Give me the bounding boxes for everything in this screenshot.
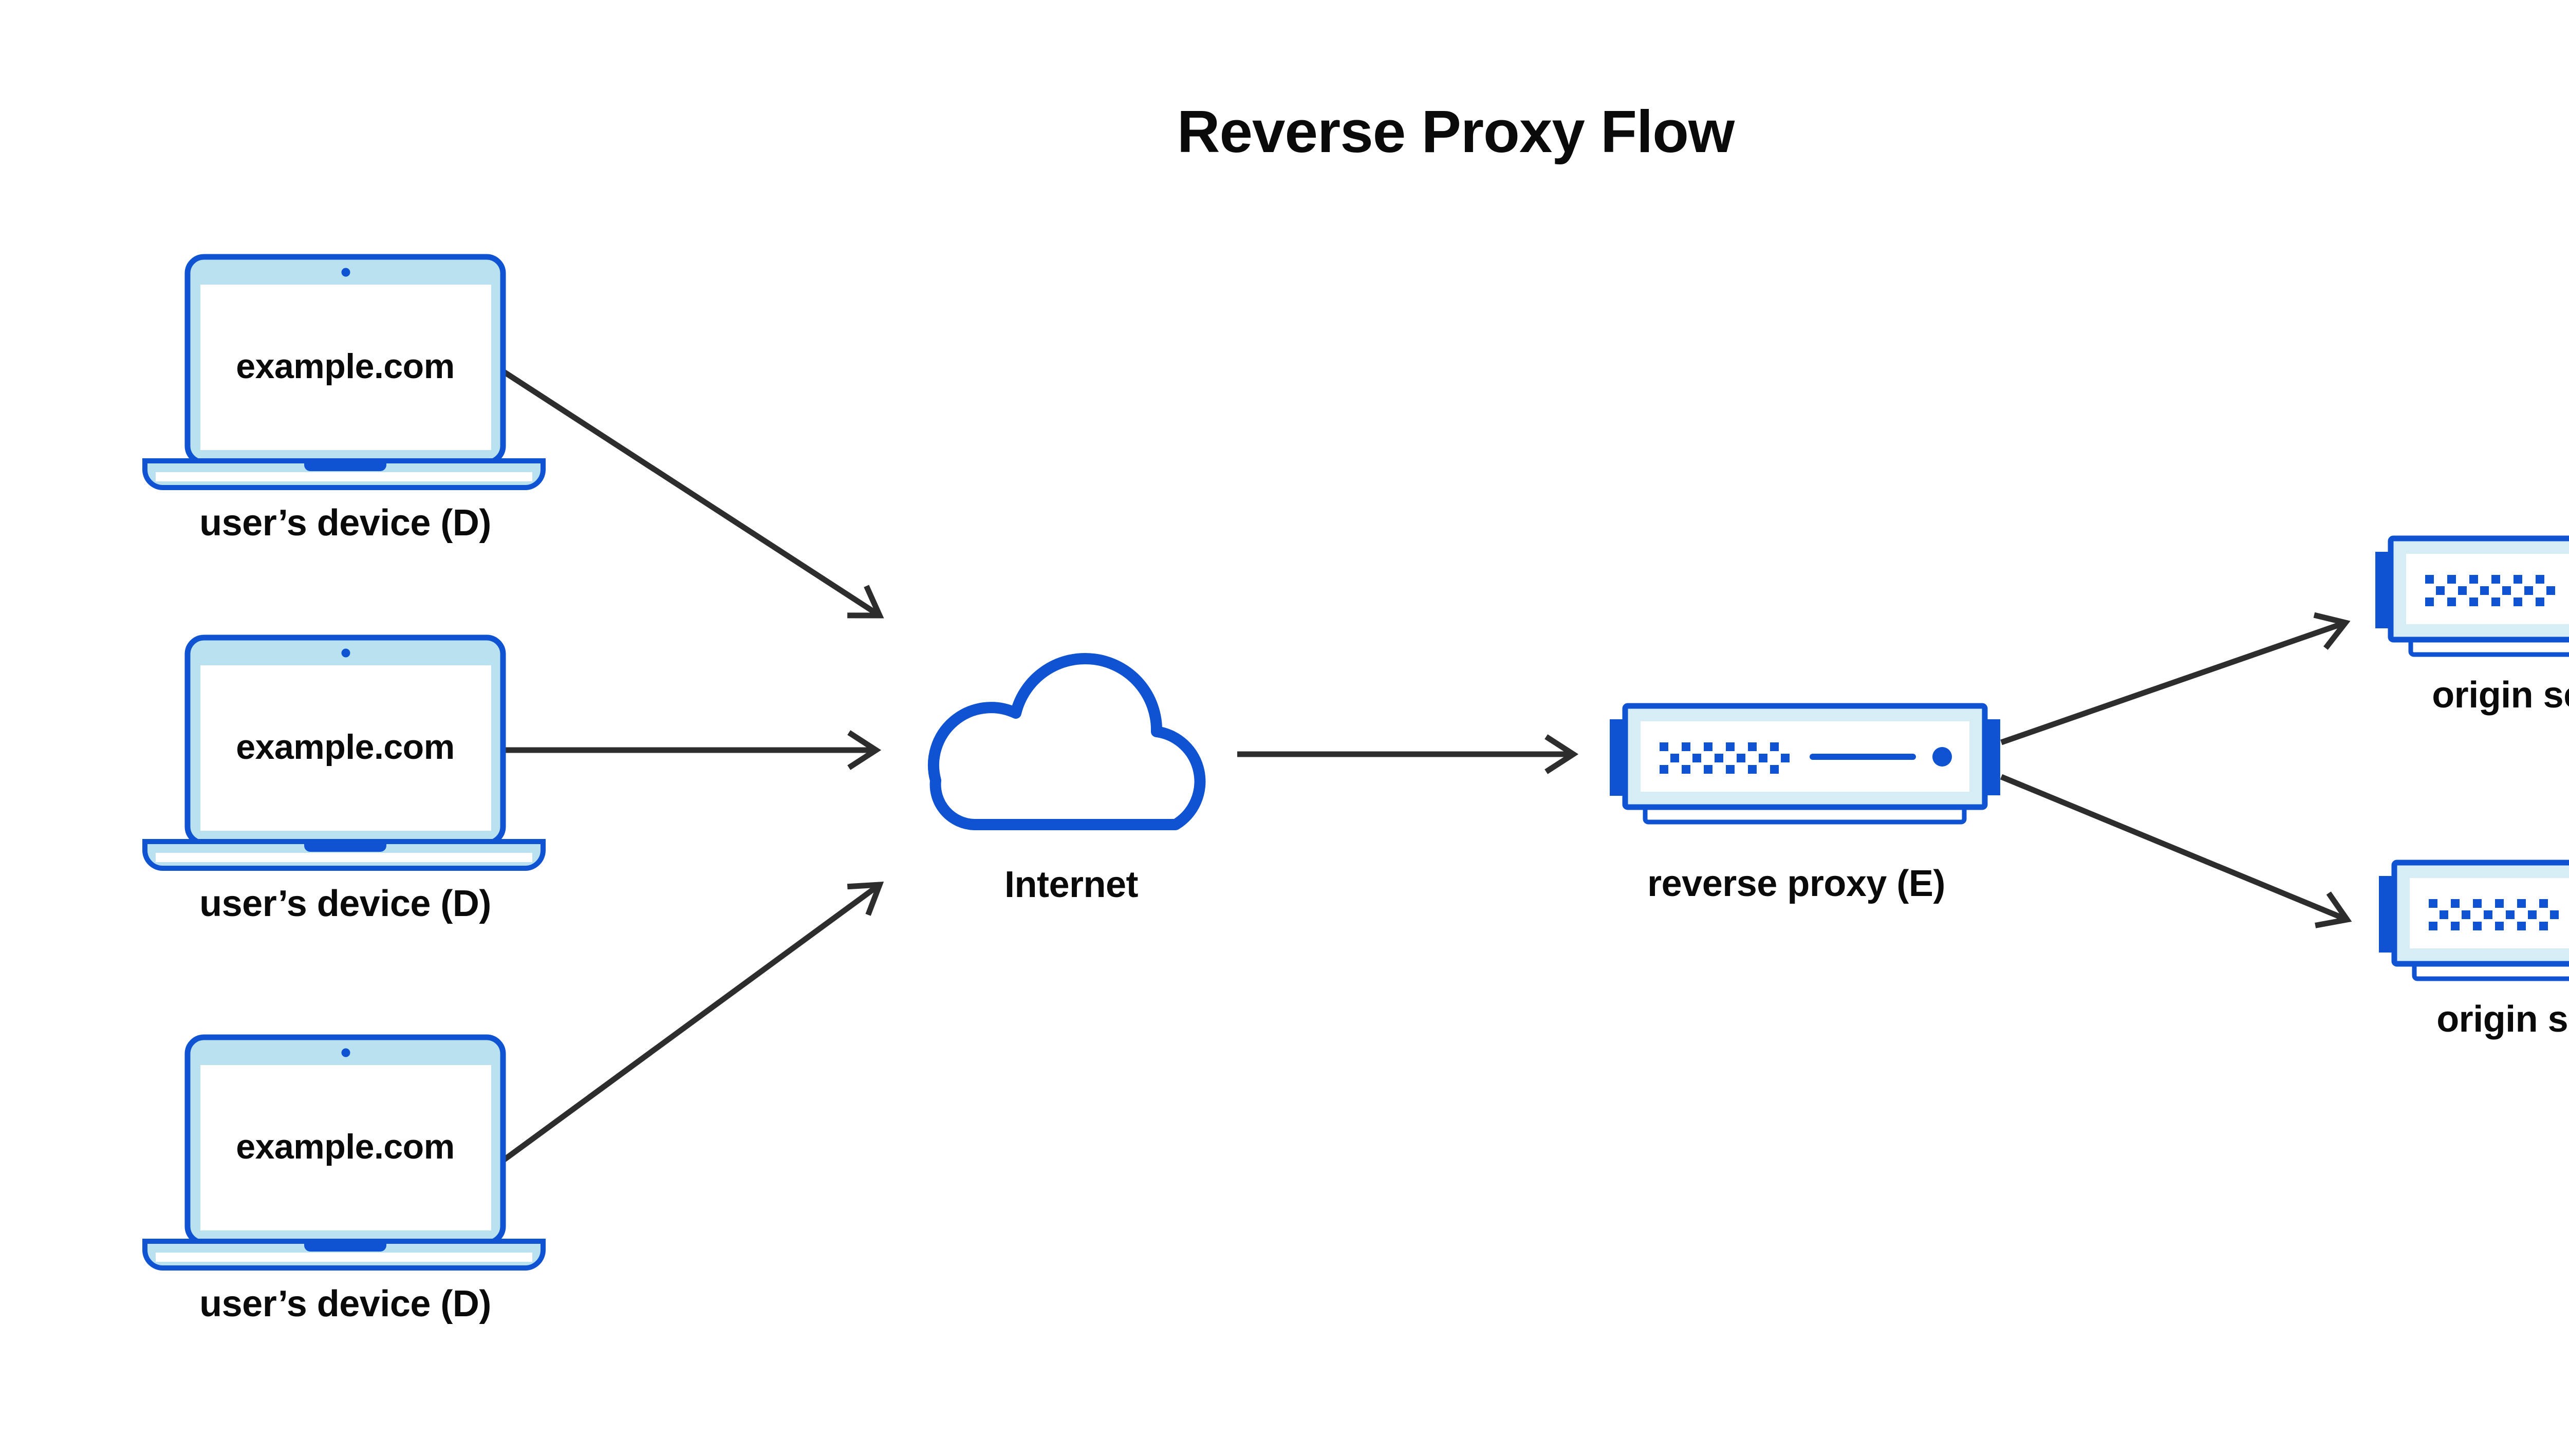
arrow-device3-to-internet <box>497 882 884 1166</box>
origin-server-icon-1 <box>2375 538 2569 655</box>
origin-server-icon-2 <box>2379 863 2569 979</box>
reverse-proxy-icon <box>1610 706 2000 822</box>
page-title: Reverse Proxy Flow <box>1177 98 1735 165</box>
origin-server2-label: origin server (F) <box>2436 999 2569 1040</box>
arrow-proxy-to-origin1 <box>2000 612 2351 745</box>
device2-label: user’s device (D) <box>199 883 491 924</box>
device1-label: user’s device (D) <box>199 502 491 544</box>
reverse-proxy-label: reverse proxy (E) <box>1647 863 1945 904</box>
arrow-device1-to-internet <box>501 368 884 619</box>
internet-cloud-icon <box>928 652 1206 830</box>
origin-server1-label: origin server (F) <box>2432 675 2569 716</box>
device2-screen-text: example.com <box>236 727 455 767</box>
device3-screen-text: example.com <box>236 1127 455 1166</box>
internet-label: Internet <box>1004 864 1139 905</box>
device1-screen-text: example.com <box>236 347 455 386</box>
device3-label: user’s device (D) <box>199 1283 491 1324</box>
arrow-proxy-to-origin2 <box>2000 774 2352 928</box>
